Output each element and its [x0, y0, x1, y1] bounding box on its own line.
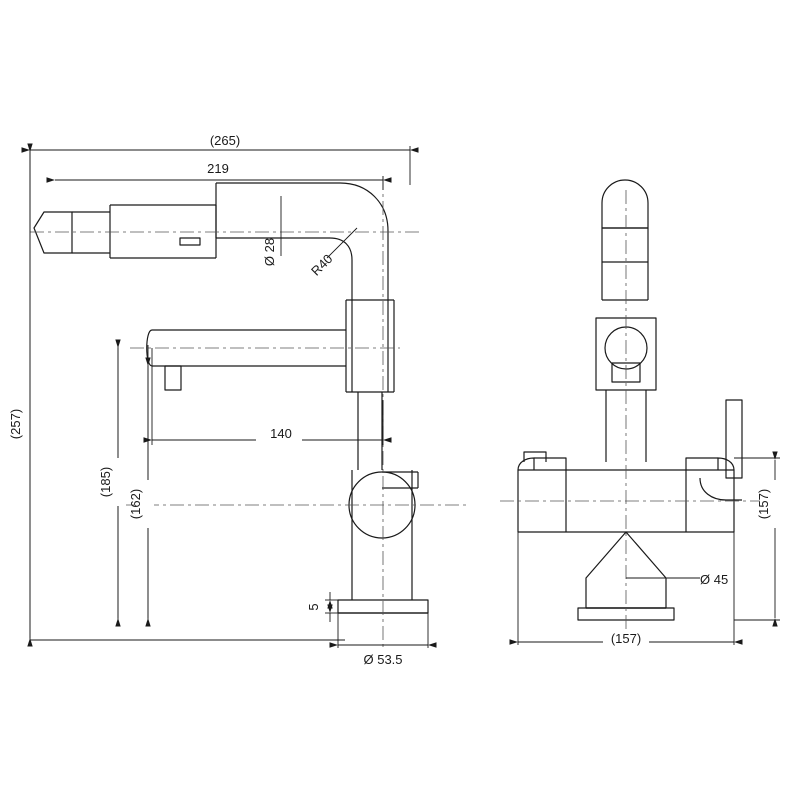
- dim-label-lower-spout-height: (162): [128, 489, 143, 519]
- front-view-geometry: [517, 179, 743, 621]
- label-bg-257: [8, 400, 26, 448]
- spray-head-outline: [33, 211, 73, 254]
- dim-label-spout-diameter: Ø 28: [262, 238, 277, 266]
- front-left-handle: [523, 451, 547, 462]
- front-body-shoulder-left: [534, 457, 567, 470]
- dim-label-base-diameter: Ø 53.5: [363, 652, 402, 667]
- dim-label-base-thickness: 5: [306, 603, 321, 610]
- label-bg-265: [202, 132, 248, 148]
- dim-label-overall-height: (257): [8, 409, 23, 439]
- spray-button: [179, 237, 201, 246]
- dim-label-overall-spout-reach: (265): [210, 133, 240, 148]
- dim-label-body-diameter: Ø 45: [700, 572, 728, 587]
- dim-line-r40: [326, 227, 358, 259]
- front-swivel-collar: [595, 317, 657, 391]
- label-bg-front-157h: [766, 480, 784, 528]
- label-bg-162: [136, 480, 154, 528]
- dim-label-spout-reach: 219: [207, 161, 229, 176]
- outer-bend: [339, 182, 389, 300]
- inner-bend: [329, 237, 353, 300]
- front-body-cap-left: [517, 457, 535, 471]
- dimension-lines: [21, 143, 780, 648]
- centerlines: [30, 176, 760, 650]
- label-bg-140: [256, 424, 302, 442]
- front-swivel-button: [611, 362, 641, 383]
- dim-label-front-height: (157): [756, 489, 771, 519]
- dim-label-bend-radius: R40: [308, 251, 335, 278]
- front-right-lever: [725, 399, 743, 479]
- front-right-lever-base: [699, 477, 742, 501]
- label-bg-219: [200, 160, 236, 176]
- side-view-geometry: [33, 182, 429, 614]
- front-base-plate: [577, 607, 675, 621]
- front-spout-head: [601, 179, 649, 229]
- dimension-labels: (265) 219 Ø 28 R40 (257) 140 (185) (162)…: [8, 132, 784, 667]
- dim-label-upper-spout-height: (185): [98, 467, 113, 497]
- front-body-shoulder-right: [685, 457, 718, 470]
- front-body-cap-right: [717, 457, 735, 471]
- dim-label-front-width: (157): [611, 631, 641, 646]
- label-bg-front-157w: [603, 630, 649, 646]
- lower-spout-aerator: [164, 365, 182, 391]
- dim-label-lower-spout-reach: 140: [270, 426, 292, 441]
- label-bg-185: [108, 458, 126, 506]
